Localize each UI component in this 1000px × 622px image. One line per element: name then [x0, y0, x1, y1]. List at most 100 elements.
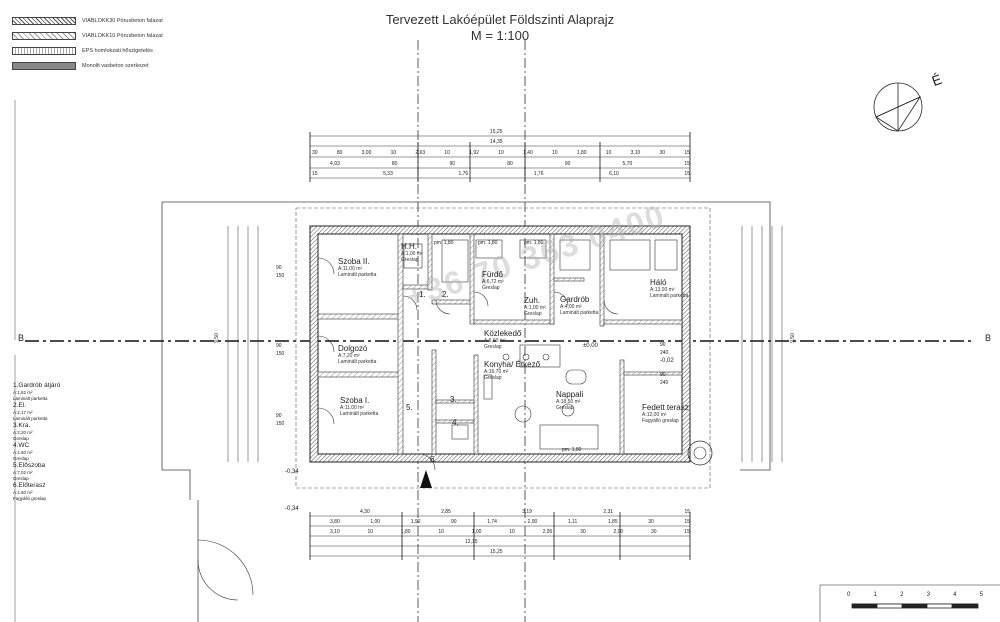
list-item-name: 6.Előterasz — [13, 482, 46, 489]
entrance-arrow-icon — [420, 470, 432, 488]
room-name: Fürdő — [482, 270, 503, 279]
dim-value: 2,00 — [527, 519, 538, 525]
list-item-name: 5.Előszoba — [13, 462, 46, 469]
legend-label: EPS homlokzati hőszigetelés — [82, 47, 153, 54]
dimension-lines — [227, 135, 783, 557]
hatch-swatch-icon — [12, 16, 76, 25]
room-floor: Greslap — [482, 285, 500, 291]
room-nappali: Nappali A:18,50 m² Greslap — [556, 390, 583, 411]
room-floor: Laminált parketta — [338, 272, 377, 278]
dim-value: 10 — [390, 150, 397, 156]
list-item-floor: Greslap — [13, 476, 29, 481]
dim-value: 30 — [650, 529, 657, 535]
dim-value: 15 — [684, 519, 690, 525]
room-floor: Fagyálló greslap — [642, 418, 679, 424]
room-name: Szoba I. — [340, 396, 370, 405]
north-arrow-icon — [873, 82, 923, 132]
section-label-right: B — [985, 333, 992, 343]
door-label: 240 — [660, 380, 669, 386]
room-floor: Greslap — [401, 257, 419, 263]
dim-top-row3: 15 5,33 1,76 1,76 6,10 15 — [312, 171, 690, 177]
room-dolgozo: Dolgozó A:7,20 m² Laminált parketta — [338, 344, 376, 365]
room-area-list: 1.Gardrób átjáró A:1,62 m² Laminált park… — [13, 382, 60, 502]
list-item-name: 2.El. — [13, 402, 27, 409]
dim-value: 4,93 — [330, 161, 340, 167]
dim-value: 10 — [509, 529, 515, 535]
room-area: A:6,72 m² — [482, 279, 504, 285]
legend-label: VIABLOKK10 Pórusbeton falazat — [82, 32, 163, 39]
dim-value: 2,00 — [613, 529, 624, 535]
scale-tick: 3 — [926, 592, 930, 598]
room-gardrob: Gardrób A:4,00 m² Laminált parketta — [560, 295, 598, 316]
dim-value: 2,95 — [542, 529, 553, 535]
level-marker: -0,34 — [285, 469, 299, 475]
scale-tick: 2 — [900, 592, 904, 598]
dim-value: 30 — [580, 529, 586, 535]
dim-value: 5,33 — [383, 171, 393, 177]
room-area: A:13,00 m² — [650, 287, 675, 293]
list-item-area: A:2,20 m² — [13, 430, 33, 435]
dim-left-total: 9,50 — [213, 333, 220, 343]
dim-value: 10 — [367, 529, 374, 535]
room-konyha: Konyha/ Étkező A:16,70 m² Greslap — [484, 360, 540, 381]
dim-bottom-row1: 4,30 2,85 3,19 2,31 15 — [360, 509, 690, 515]
parapet-label: pm. 1,80 — [434, 240, 454, 246]
room-floor: Laminált parketta — [650, 293, 689, 299]
room-name: Közlekedő — [484, 329, 522, 338]
dim-value: 1,74 — [487, 519, 497, 525]
dim-value: 1,76 — [533, 171, 544, 177]
dim-value: 1,80 — [576, 150, 587, 156]
dim-right-total: 9,50 — [789, 333, 796, 343]
material-legend: VIABLOKK30 Pórusbeton falazat VIABLOKK10… — [12, 14, 163, 74]
room-floor: Greslap — [484, 344, 502, 350]
dim-value: 10 — [438, 529, 444, 535]
list-item-floor: Laminált parketta — [13, 416, 48, 421]
list-item-area: A:1,60 m² — [13, 490, 33, 495]
dim-top-row1: 30 80 3,00 10 2,63 10 1,92 10 1,40 10 1,… — [312, 150, 690, 156]
section-label-left: B — [18, 333, 25, 343]
door-label: 90 — [660, 372, 666, 378]
dim-value: 80 — [507, 161, 513, 167]
room-floor: Greslap — [484, 375, 502, 381]
dim-value: 80 — [336, 150, 343, 156]
legend-item: VIABLOKK10 Pórusbeton falazat — [12, 29, 163, 42]
dim-value: 1,76 — [458, 171, 469, 177]
dim-value: 3,10 — [630, 150, 641, 156]
drawing-title: Tervezett Lakóépület Földszinti Alaprajz… — [0, 12, 1000, 44]
list-item-floor: Fagyálló greslap — [13, 496, 47, 501]
room-name: Gardrób — [560, 295, 590, 304]
dim-value: 15 — [684, 150, 690, 156]
list-item: 5.Előszoba A:7,02 m² Greslap — [13, 462, 60, 482]
room-halo: Háló A:13,00 m² Laminált parketta — [650, 278, 688, 299]
dim-bottom-row2: 3,80 1,00 1,90 90 1,74 2,00 1,11 1,85 30… — [330, 519, 690, 525]
room-number: 4. — [452, 418, 459, 427]
room-floor: Laminált parketta — [338, 359, 377, 365]
dim-value: 15 — [684, 529, 690, 535]
list-item: 3.Kra. A:2,20 m² Greslap — [13, 422, 60, 442]
interior-walls — [317, 233, 683, 455]
room-name: H.H. — [401, 242, 417, 251]
dim-value: 3,80 — [330, 519, 340, 525]
dim-value: 4,30 — [360, 509, 370, 515]
door-label: 150 — [276, 421, 285, 427]
room-kozlekedo: Közlekedő A:6,60 m² Greslap — [484, 329, 521, 350]
dim-top-total: 15,25 — [490, 129, 503, 135]
drawing-title-line1: Tervezett Lakóépület Földszinti Alaprajz — [385, 12, 615, 27]
parapet-label: pm. 1,80 — [524, 240, 544, 246]
dim-value: 1,00 — [471, 529, 482, 535]
dim-value: 3,10 — [330, 529, 340, 535]
dim-value: 3,19 — [522, 509, 532, 515]
list-item: 1.Gardrób átjáró A:1,62 m² Laminált park… — [13, 382, 60, 402]
dim-value: 15 — [684, 161, 690, 167]
list-item-floor: Laminált parketta — [13, 396, 48, 401]
scale-tick: 5 — [979, 592, 983, 598]
room-number: 1. — [419, 290, 426, 299]
axis-lines — [417, 40, 526, 622]
room-fedett-terasz: Fedett terasz A:12,00 m² Fagyálló gresla… — [642, 403, 689, 424]
dim-value: 2,63 — [415, 150, 426, 156]
exterior-walls — [309, 225, 691, 463]
dim-value: 30 — [659, 150, 666, 156]
list-item-floor: Greslap — [13, 456, 29, 461]
dim-bottom-row3: 3,10 10 1,80 10 1,00 10 2,95 30 2,00 30 … — [330, 529, 690, 535]
